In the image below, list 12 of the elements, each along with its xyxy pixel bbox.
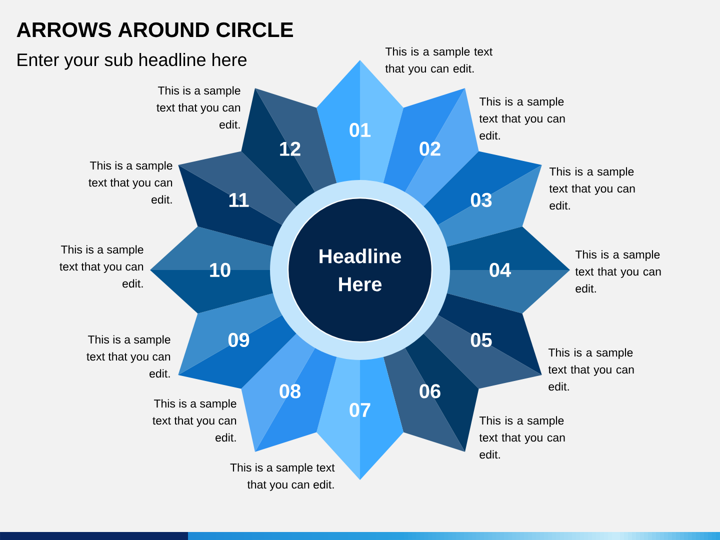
description-text: This is a sample text that you can edit. <box>479 97 565 140</box>
description-text: This is a sample text that you can edit. <box>156 86 240 129</box>
description-text: This is a sample text that you can edit. <box>548 348 634 391</box>
description-text: This is a sample text that you can edit. <box>60 245 144 288</box>
description-text: This is a sample text that you can edit. <box>575 250 661 293</box>
description-text: This is a sample text that you can edit. <box>479 416 565 459</box>
title: ARROWS AROUND CIRCLE <box>16 22 293 38</box>
description-text: This is a sample text that you can edit. <box>152 399 236 442</box>
description-text: This is a sample text that you can edit. <box>549 167 635 210</box>
description-text: This is a sample text that you can edit. <box>86 335 170 378</box>
description-text: This is a sample text that you can edit. <box>88 161 172 204</box>
subtitle: Enter your sub headline here <box>18 52 246 70</box>
